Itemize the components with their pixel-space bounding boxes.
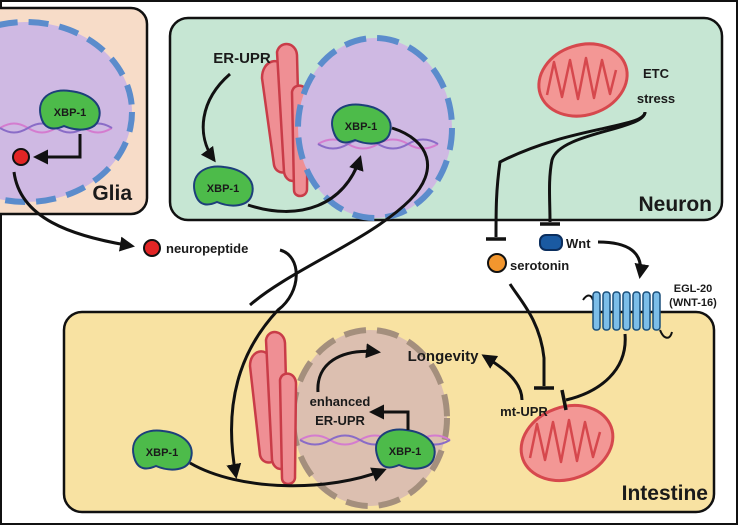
- xbp1-nuclear-import-arrow: [247, 155, 364, 213]
- intestine-cell: XBP-1 XBP-1 Longevity enhanced ER-UPR mt…: [62, 310, 716, 514]
- serotonin-label: serotonin: [510, 258, 569, 273]
- glia-neuropeptide-dot: [12, 148, 30, 166]
- er-upr-splicing-arrow: [200, 72, 231, 163]
- intestine-cytoplasm-xbp1-label: XBP-1: [146, 447, 178, 459]
- intestine-xbp1-import-arrow: [189, 461, 387, 488]
- glia-secretion-arrow: [12, 171, 135, 252]
- etc-to-wnt-line: [548, 111, 647, 223]
- glia-cell: XBP-1 Glia: [0, 6, 149, 216]
- etc-label-line2: stress: [637, 91, 675, 106]
- neuron-nuclear-xbp1: XBP-1: [331, 103, 392, 145]
- longevity-label: Longevity: [408, 348, 479, 365]
- glia-transcription-arrow: [33, 134, 82, 165]
- serotonin-dot: [487, 253, 507, 273]
- enhanced-er-upr-line2: ER-UPR: [315, 413, 365, 428]
- neuron-nuclear-xbp1-label: XBP-1: [345, 121, 377, 133]
- neuropeptide-label: neuropeptide: [166, 241, 248, 256]
- neuron-cell: XBP-1 XBP-1 ER-UPR ETC stress Neuron: [168, 16, 724, 222]
- er-upr-to-longevity-arrow: [316, 343, 381, 393]
- intestine-mitochondrion-icon: [519, 404, 615, 482]
- intestine-er-icon: [248, 330, 298, 486]
- etc-label-line1: ETC: [643, 66, 670, 81]
- neuropeptide-dot: [143, 239, 161, 257]
- neuron-mitochondrion-icon: [537, 42, 629, 118]
- intestine-label: Intestine: [622, 482, 708, 505]
- egl20-label-line2: (WNT-16): [669, 297, 717, 309]
- egl20-receptor-icon: [582, 291, 673, 339]
- intestine-nuclear-xbp1: XBP-1: [375, 428, 436, 470]
- intestine-nuclear-xbp1-label: XBP-1: [389, 446, 421, 458]
- neuron-to-intestine-path: [249, 126, 429, 307]
- wnt-to-receptor-arrow: [597, 240, 650, 279]
- serotonin-to-mtupr-line: [508, 283, 546, 386]
- glia-label: Glia: [92, 182, 132, 205]
- receptor-to-mtupr-line: [565, 333, 627, 402]
- neuron-label: Neuron: [639, 193, 713, 216]
- enhanced-er-upr-line1: enhanced: [310, 394, 371, 409]
- glia-xbp1-protein: XBP-1: [39, 89, 101, 131]
- egl20-label-line1: EGL-20: [674, 283, 713, 295]
- wnt-label: Wnt: [566, 236, 591, 251]
- neuron-cytoplasm-xbp1-label: XBP-1: [207, 183, 239, 195]
- receptor-inhibition-bar: [560, 389, 568, 411]
- glia-xbp1-label: XBP-1: [54, 107, 86, 119]
- mt-upr-to-longevity-arrow: [481, 354, 524, 401]
- intestine-cytoplasm-xbp1: XBP-1: [132, 429, 193, 471]
- mt-upr-label: mt-UPR: [500, 404, 548, 419]
- neuron-er-upr-label: ER-UPR: [213, 50, 271, 67]
- wnt-icon: [539, 234, 563, 251]
- neuropeptide-to-intestine-arrow: [226, 248, 298, 479]
- intestine-transcription-arrow: [369, 404, 410, 430]
- neuron-cytoplasm-xbp1: XBP-1: [193, 165, 254, 207]
